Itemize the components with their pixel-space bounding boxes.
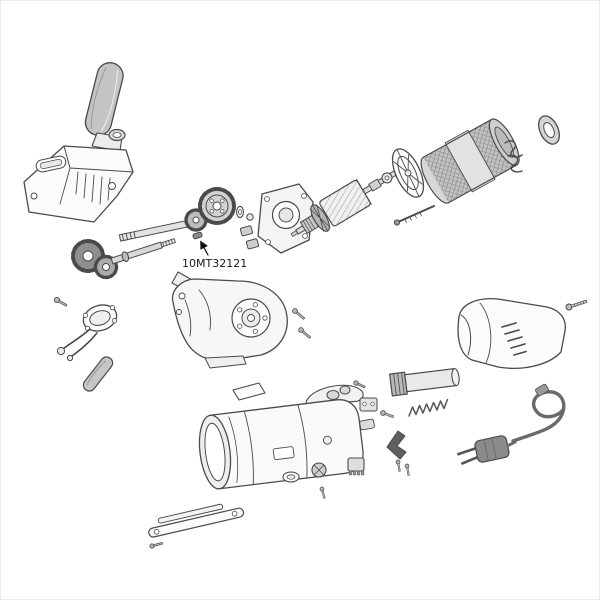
end-cap bbox=[538, 115, 560, 145]
switch-parts bbox=[282, 430, 410, 499]
spring bbox=[408, 398, 449, 417]
gear-case bbox=[171, 271, 312, 369]
cord-ferrule bbox=[535, 383, 549, 397]
cord bbox=[511, 390, 566, 443]
callout-arrow bbox=[200, 240, 209, 256]
flat-bar bbox=[148, 503, 245, 538]
clamp-screw bbox=[53, 296, 68, 307]
bearing-bracket bbox=[239, 183, 314, 254]
collar-ring bbox=[108, 128, 126, 142]
gear-train bbox=[118, 187, 254, 242]
bracket-screw bbox=[404, 463, 410, 476]
vent-slots bbox=[501, 322, 527, 356]
field-stator bbox=[420, 118, 520, 204]
spindle-gear-set bbox=[71, 238, 176, 280]
case-screw bbox=[292, 308, 306, 320]
knob-screw bbox=[319, 486, 326, 499]
plug bbox=[457, 435, 517, 465]
part-number-label: 10MT32121 bbox=[182, 257, 247, 270]
bracket-screw bbox=[395, 459, 401, 472]
armature bbox=[290, 169, 399, 237]
tube-barrel bbox=[389, 368, 460, 397]
rotor-screw bbox=[393, 205, 435, 226]
bar-screw bbox=[149, 542, 163, 549]
motor-cover bbox=[457, 298, 566, 369]
nameplate bbox=[272, 446, 295, 461]
brush-cap bbox=[339, 385, 351, 395]
base-housing bbox=[23, 145, 134, 223]
fan-baffle bbox=[391, 148, 425, 198]
part-number-callout: 10MT32121 bbox=[182, 240, 247, 270]
brush-cap bbox=[326, 390, 340, 400]
carbon-brush bbox=[239, 225, 253, 237]
cover-screw bbox=[565, 299, 588, 311]
key-clip bbox=[192, 231, 203, 240]
l-bracket bbox=[386, 430, 407, 460]
stator-leads bbox=[504, 140, 523, 173]
connector-block bbox=[347, 457, 365, 472]
housing-bolt bbox=[380, 410, 394, 419]
housing-screw bbox=[353, 380, 366, 389]
roller-pin bbox=[82, 356, 114, 392]
clamp-yoke bbox=[53, 296, 118, 362]
spacer-plate bbox=[232, 382, 266, 401]
case-screw bbox=[298, 327, 312, 339]
trigger bbox=[359, 418, 375, 431]
power-cord bbox=[457, 383, 566, 465]
terminal-block bbox=[359, 397, 378, 412]
carbon-brush bbox=[245, 238, 259, 250]
